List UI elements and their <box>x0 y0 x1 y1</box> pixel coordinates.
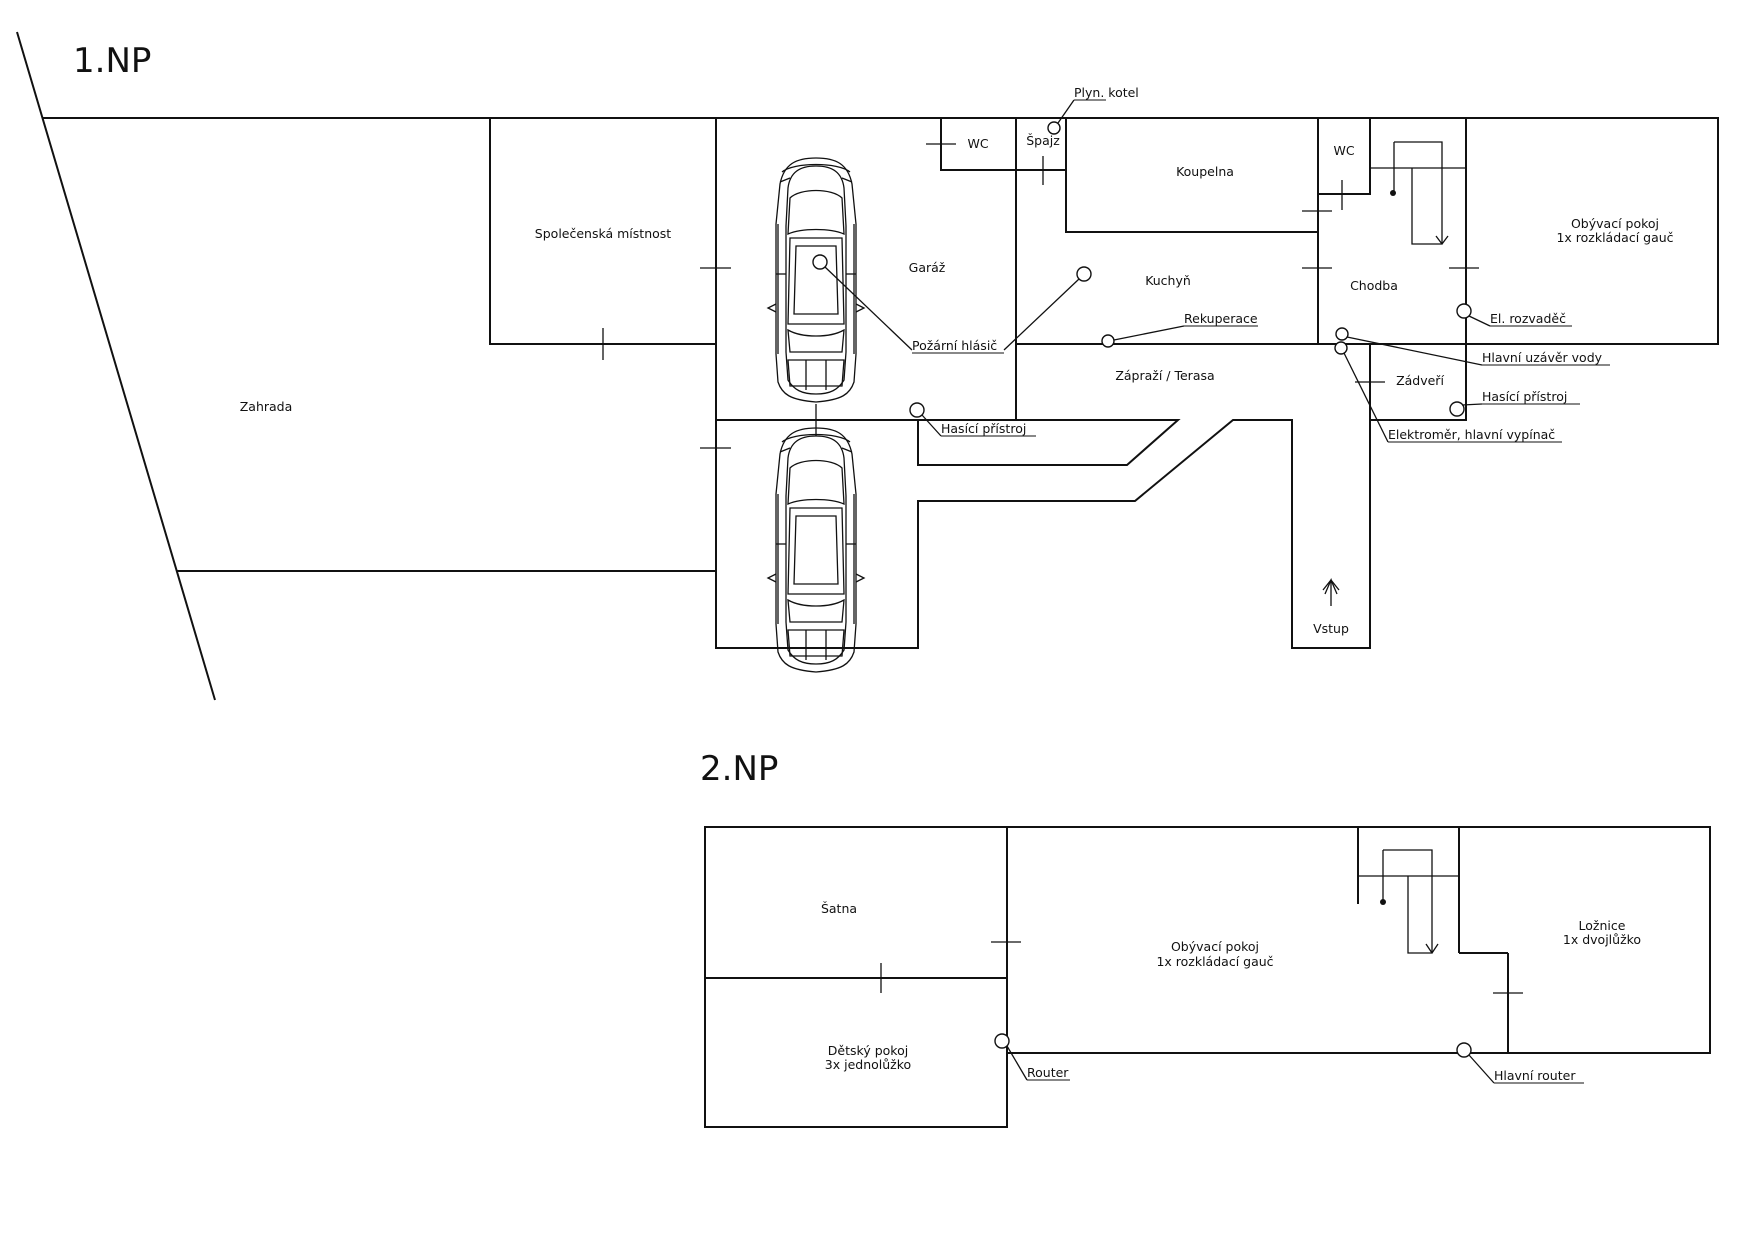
floor-title-1np: 1.NP <box>73 41 151 81</box>
fire-extinguisher-marker-1 <box>909 402 925 418</box>
label-wc1: WC <box>967 136 988 151</box>
label-kuchyn: Kuchyň <box>1145 273 1191 288</box>
label-router: Router <box>1027 1065 1069 1080</box>
label-obyvaci-1np-line1: Obývací pokoj <box>1571 216 1659 231</box>
label-zahrada: Zahrada <box>240 399 293 414</box>
label-loznice-line1: Ložnice <box>1579 918 1626 933</box>
label-hlavni-uzaver-vody: Hlavní uzávěr vody <box>1482 350 1603 365</box>
terrace-outline <box>715 344 1371 649</box>
label-rekuperace: Rekuperace <box>1184 311 1258 326</box>
label-spolecenska: Společenská místnost <box>535 226 671 241</box>
label-obyvaci-1np-line2: 1x rozkládací gauč <box>1556 230 1673 245</box>
label-el-rozvadec: El. rozvaděč <box>1490 311 1566 326</box>
label-loznice-line2: 1x dvojlůžko <box>1563 932 1641 947</box>
fire-extinguisher-marker-2 <box>1449 401 1465 417</box>
label-zadveri: Zádveří <box>1396 373 1444 388</box>
label-detsky-line2: 3x jednolůžko <box>825 1057 911 1072</box>
property-line <box>16 31 216 701</box>
room-obyvaci-1np <box>1465 117 1719 345</box>
label-pozarni-hlasic: Požární hlásič <box>912 338 997 353</box>
label-koupelna: Koupelna <box>1176 164 1234 179</box>
electrical-panel-marker <box>1456 303 1472 319</box>
label-elektromer: Elektroměr, hlavní vypínač <box>1388 427 1555 442</box>
stair-start-dot-2 <box>1380 899 1386 905</box>
electricity-meter-marker <box>1334 341 1348 355</box>
label-hasici-pristroj-1: Hasící přístroj <box>941 421 1026 436</box>
car-2-icon <box>767 427 865 673</box>
fire-detector-marker-1 <box>812 254 828 270</box>
water-shutoff-marker <box>1335 327 1349 341</box>
label-obyvaci-2np-line1: Obývací pokoj <box>1171 939 1259 954</box>
label-satna: Šatna <box>821 901 857 916</box>
label-vstup: Vstup <box>1313 621 1349 636</box>
label-chodba: Chodba <box>1350 278 1398 293</box>
router-marker <box>994 1033 1010 1049</box>
main-router-marker <box>1456 1042 1472 1058</box>
label-hlavni-router: Hlavní router <box>1494 1068 1576 1083</box>
gas-boiler-marker <box>1047 121 1061 135</box>
label-hasici-pristroj-2: Hasící přístroj <box>1482 389 1567 404</box>
label-garaz: Garáž <box>909 260 946 275</box>
label-wc2: WC <box>1333 143 1354 158</box>
label-spajz: Špajz <box>1026 133 1060 148</box>
label-detsky-line1: Dětský pokoj <box>828 1043 908 1058</box>
floor-title-2np: 2.NP <box>700 749 778 789</box>
label-zaprazi: Zápraží / Terasa <box>1115 368 1214 383</box>
recuperation-marker <box>1101 334 1115 348</box>
stair-start-dot <box>1390 190 1396 196</box>
car-1-icon <box>767 157 865 403</box>
label-obyvaci-2np-line2: 1x rozkládací gauč <box>1156 954 1273 969</box>
label-plyn-kotel: Plyn. kotel <box>1074 85 1139 100</box>
fire-detector-marker-2 <box>1076 266 1092 282</box>
room-garaz <box>715 117 1017 421</box>
